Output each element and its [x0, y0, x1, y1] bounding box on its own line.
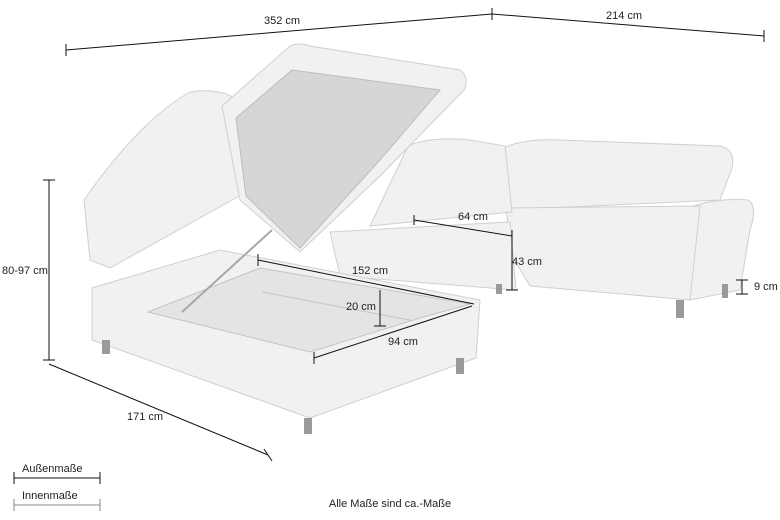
label-box-depth: 20 cm — [346, 301, 376, 313]
storage-lid-underside — [235, 69, 441, 249]
label-seat-depth: 64 cm — [458, 211, 488, 223]
dim-line-seat-depth — [413, 219, 513, 237]
legend-lines — [13, 472, 101, 511]
dim-line-chaise-depth — [48, 363, 269, 456]
outer-dimension-lines — [43, 8, 765, 462]
label-inner-length: 152 cm — [352, 265, 389, 277]
right-backrest — [499, 139, 734, 211]
label-height: 80-97 cm — [2, 265, 48, 277]
sofa-legs — [102, 284, 728, 434]
legend-outer-label: Außenmaße — [22, 463, 83, 475]
leg — [304, 418, 312, 434]
label-foot-height: 9 cm — [754, 281, 778, 293]
inner-dimension-lines — [257, 215, 518, 364]
leg — [722, 284, 728, 298]
dim-line-inner-width — [313, 305, 473, 359]
dim-line-inner-length — [257, 259, 475, 305]
leg — [676, 300, 684, 318]
label-seat-height: 43 cm — [512, 256, 542, 268]
storage-divider — [261, 291, 411, 321]
leg — [102, 340, 110, 354]
storage-box-interior — [146, 267, 471, 353]
footer-note: Alle Maße sind ca.-Maße — [328, 498, 452, 510]
legend-inner-label: Innenmaße — [22, 490, 78, 502]
dim-line-total-width — [65, 13, 493, 51]
leg — [496, 284, 502, 294]
label-total-width: 352 cm — [264, 15, 301, 27]
gas-spring — [181, 229, 273, 313]
label-side-width: 214 cm — [606, 10, 643, 22]
dim-line-side-width — [491, 13, 765, 37]
right-seat — [505, 205, 701, 301]
label-chaise-depth: 171 cm — [127, 411, 164, 423]
leg — [456, 358, 464, 374]
label-inner-width: 94 cm — [388, 336, 418, 348]
middle-backrest — [369, 138, 513, 227]
